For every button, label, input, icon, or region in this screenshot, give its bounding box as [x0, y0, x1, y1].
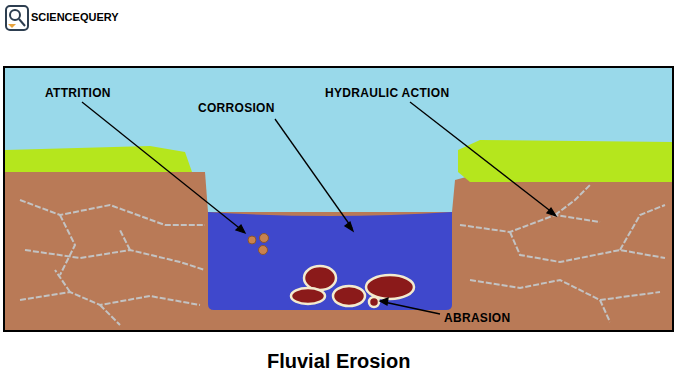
right-bank	[452, 176, 672, 330]
watermark-logo: SCIENCEQUERY	[31, 11, 119, 23]
right-grass	[458, 140, 672, 182]
leader-lines	[82, 102, 556, 314]
caption: Fluvial Erosion	[267, 350, 410, 373]
boulders	[291, 266, 414, 307]
logo-icon	[6, 6, 28, 30]
channel-bed	[208, 212, 452, 330]
river-water	[208, 212, 452, 310]
process-label: ABRASION	[444, 311, 510, 325]
left-bank	[5, 172, 208, 330]
small-pebbles	[248, 234, 269, 255]
sky	[4, 67, 673, 331]
process-label: HYDRAULIC ACTION	[325, 86, 449, 100]
rock-cracks	[20, 185, 665, 325]
process-label: CORROSION	[198, 101, 275, 115]
process-label: ATTRITION	[45, 86, 111, 100]
